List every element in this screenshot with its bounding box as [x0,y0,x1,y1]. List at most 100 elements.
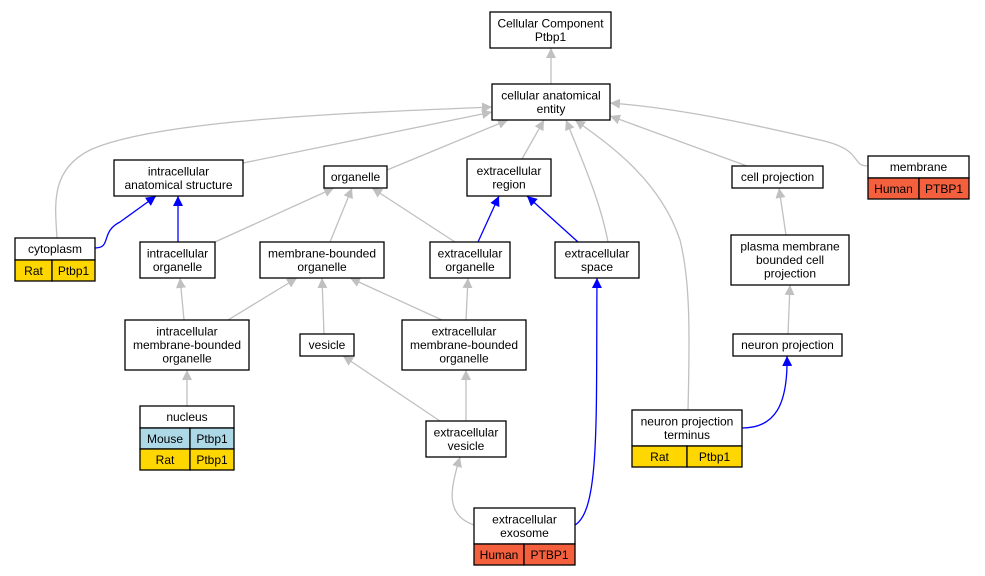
node-label: organelle [162,352,212,366]
edge-np-to-pmbcp [784,284,795,335]
node-box [299,333,355,357]
node-box [259,241,385,279]
edge-ee-to-es [574,277,602,526]
node-label: Ptbp1 [535,30,567,44]
node-cell-projection[interactable]: cell projection [731,165,824,189]
edge-npt-to-cae [574,119,690,411]
species-label: Rat [24,264,43,278]
edge-vesicle-to-mbo [317,277,328,335]
node-label: membrane-bounded [410,338,518,352]
species-label: Human [480,548,519,562]
node-box [554,241,640,279]
edge-cytoplasm-to-ias [94,195,157,249]
gene-cell [51,259,96,282]
gene-label: PTBP1 [925,182,963,196]
node-box [323,165,388,189]
node-box [489,11,612,49]
edge-ev-to-vesicle [342,355,441,422]
node-label: Cellular Component [497,16,604,30]
node-label: cellular anatomical [501,88,600,102]
node-label: extracellular [438,246,503,260]
edge-cp-to-cae [609,114,748,167]
node-label: cell projection [741,170,814,184]
edge-imbo-to-mbo [227,277,298,321]
edge-ias-to-cae [242,109,493,164]
node-label: cytoplasm [28,242,82,256]
node-label: organelle [439,352,489,366]
edge-ee-to-ev [451,456,475,526]
node-box [113,159,244,197]
edge-embo-to-eo [462,277,473,321]
node-label: vesicle [309,338,346,352]
node-label: neuron projection [641,414,734,428]
edge-eo-to-er [477,195,500,243]
node-label: intracellular [156,325,217,339]
node-label: entity [537,102,566,116]
node-box [631,409,743,447]
node-label: organelle [297,260,347,274]
node-box [731,165,824,189]
node-label: extracellular [432,325,497,339]
node-label: bounded cell [756,253,824,267]
node-neuron-projection[interactable]: neuron projection [732,333,843,357]
edge-mbo-to-organelle [329,187,353,243]
node-box [401,319,527,371]
species-label: Human [874,182,913,196]
gene-label: PTBP1 [530,548,568,562]
edge-eo-to-organelle [371,187,456,243]
edge-organelle-to-cae [386,119,509,171]
node-box [732,333,843,357]
gene-cell [523,543,576,566]
gene-label: Ptbp1 [58,264,90,278]
node-label: neuron projection [741,338,834,352]
gene-label: Ptbp1 [196,453,228,467]
gene-label: Ptbp1 [699,450,731,464]
gene-cell [686,445,743,468]
edge-embo-to-mbo [349,277,443,321]
node-label: membrane-bounded [133,338,241,352]
edge-cytoplasm-to-cae [55,102,493,239]
node-organelle[interactable]: organelle [323,165,388,189]
node-box [124,319,250,371]
edge-er-to-cae [521,119,545,160]
node-label: extracellular [565,246,630,260]
node-box [466,158,552,197]
edges-layer [55,48,869,526]
gene-label: Ptbp1 [196,432,228,446]
node-box [491,83,611,121]
node-label: nucleus [166,410,207,424]
node-label: extracellular [477,164,542,178]
node-label: intracellular [148,164,209,178]
node-box [730,234,850,286]
node-vesicle[interactable]: vesicle [299,333,355,357]
gene-cell [918,177,970,200]
node-label: extracellular [492,512,557,526]
node-label: exosome [500,526,549,540]
node-label: space [581,260,613,274]
node-label: region [492,177,525,191]
node-label: extracellular [434,425,499,439]
species-label: Mouse [147,432,183,446]
edge-es-to-cae [565,119,609,243]
node-label: membrane [890,160,948,174]
edge-membrane-to-cae [609,98,869,167]
node-label: anatomical structure [124,178,232,192]
